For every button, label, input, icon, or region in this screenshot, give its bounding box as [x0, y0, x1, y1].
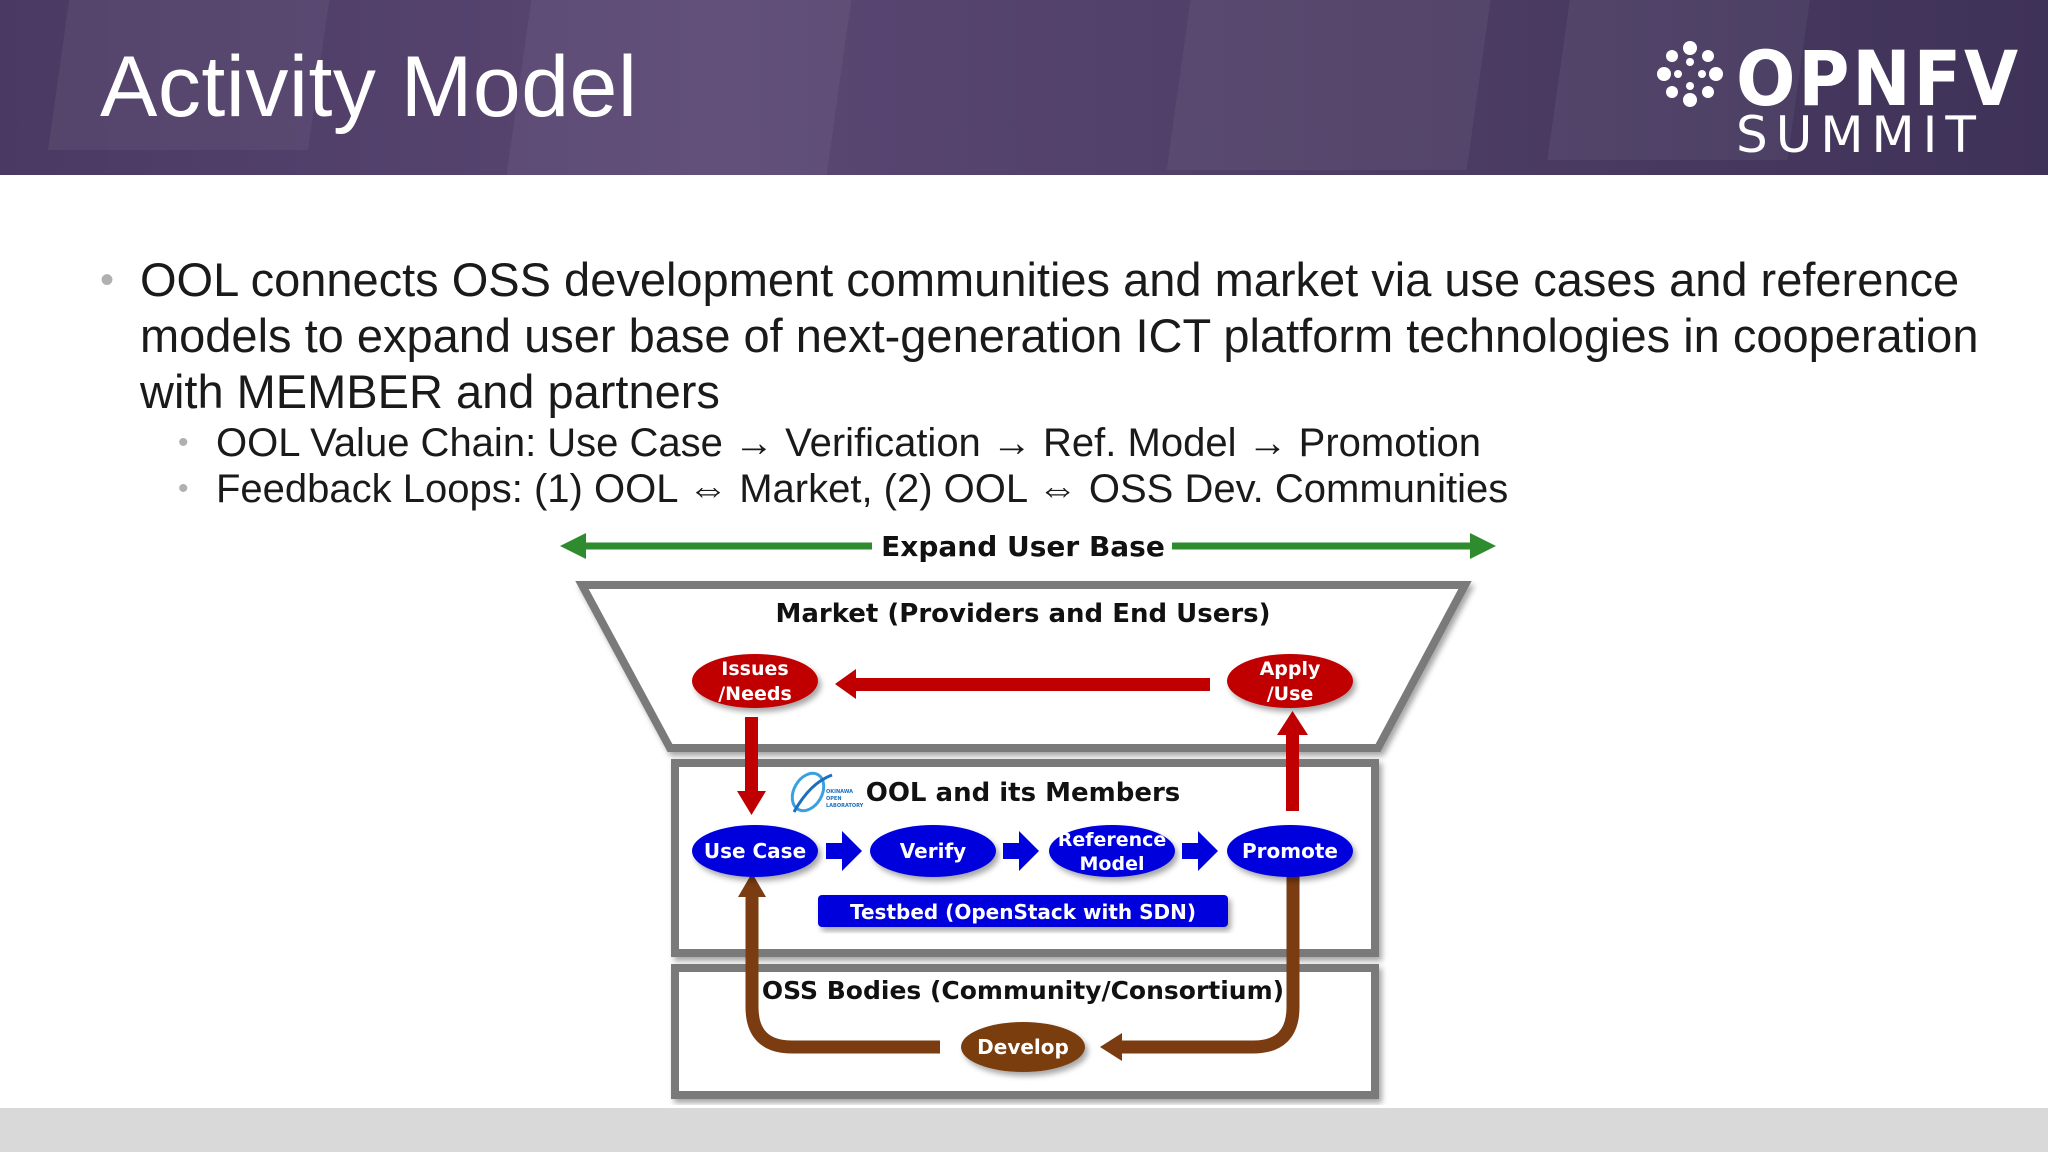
- issues-to-usecase-arrow: [737, 717, 766, 815]
- bullet-dot-icon: •: [178, 472, 189, 505]
- slide-title: Activity Model: [100, 39, 638, 135]
- develop-to-usecase-arrowhead: [738, 873, 766, 897]
- market-feedback-arrow: [835, 669, 1210, 699]
- expand-user-base-label: Expand User Base: [881, 530, 1165, 563]
- issues-needs-label-1: Issues: [721, 658, 788, 680]
- logo-word: OPNFV: [1736, 34, 2021, 123]
- slide-header: Activity Model OPNFV SUMMIT: [0, 0, 2048, 175]
- promote-label: Promote: [1242, 839, 1338, 863]
- ool-logo-icon: OKINAWA OPEN LABORATORY: [790, 771, 864, 813]
- bullet-sub-feedback-loops: • Feedback Loops: (1) OOL ⇔ Market, (2) …: [100, 466, 1980, 512]
- bullet-sub2-text: Feedback Loops: (1) OOL ⇔ Market, (2) OO…: [216, 467, 1509, 511]
- oss-bodies-label: OSS Bodies (Community/Consortium): [762, 976, 1284, 1005]
- bullet-main: • OOL connects OSS development communiti…: [100, 252, 1980, 420]
- ool-logo-text-3: LABORATORY: [826, 803, 864, 809]
- reference-model-label-2: Model: [1080, 853, 1145, 875]
- bullet-dot-icon: •: [100, 258, 115, 302]
- use-case-label: Use Case: [704, 839, 806, 863]
- apply-use-label-1: Apply: [1260, 658, 1321, 680]
- testbed-bar: [818, 895, 1228, 927]
- use-case-node: [692, 825, 818, 877]
- bullet-sub1-text: OOL Value Chain: Use Case → Verification…: [216, 421, 1481, 465]
- logo-subtitle: SUMMIT: [1736, 106, 1984, 164]
- apply-use-label-2: /Use: [1267, 683, 1314, 705]
- issues-needs-node: [692, 654, 818, 708]
- develop-loop-arrows: [745, 875, 1300, 1054]
- verify-label: Verify: [900, 839, 966, 863]
- slide-footer-bar: [0, 1108, 2048, 1152]
- testbed-label: Testbed (OpenStack with SDN): [850, 900, 1196, 924]
- issues-needs-label-2: /Needs: [718, 683, 792, 705]
- develop-node: [961, 1022, 1085, 1072]
- reference-model-label-1: Reference: [1058, 829, 1167, 851]
- market-label: Market (Providers and End Users): [775, 599, 1270, 629]
- flower-logo-icon: [1657, 41, 1723, 107]
- opnfv-summit-logo: OPNFV SUMMIT: [1650, 30, 2018, 164]
- ool-logo-text-1: OKINAWA: [826, 789, 853, 795]
- ool-members-label: OOL and its Members: [866, 778, 1181, 808]
- market-trapezoid: [575, 581, 1472, 752]
- activity-diagram: Expand User Base Market (Providers and E…: [560, 530, 1496, 1099]
- value-chain-arrows: [826, 831, 1218, 871]
- bullet-dot-icon: •: [178, 426, 189, 459]
- promote-node: [1227, 825, 1353, 877]
- bullet-main-text: OOL connects OSS development communities…: [140, 253, 1979, 418]
- verify-node: [870, 825, 996, 877]
- develop-label: Develop: [977, 1035, 1069, 1059]
- develop-in-arrowhead: [1100, 1033, 1122, 1061]
- expand-user-base-arrow: [560, 533, 1496, 559]
- promote-to-apply-arrow: [1277, 711, 1308, 811]
- bullet-sub-value-chain: • OOL Value Chain: Use Case → Verificati…: [100, 420, 1980, 466]
- ool-logo-text-2: OPEN: [826, 796, 842, 802]
- reference-model-node: [1049, 825, 1175, 877]
- apply-use-node: [1227, 654, 1353, 708]
- bullet-list: • OOL connects OSS development communiti…: [100, 252, 1980, 512]
